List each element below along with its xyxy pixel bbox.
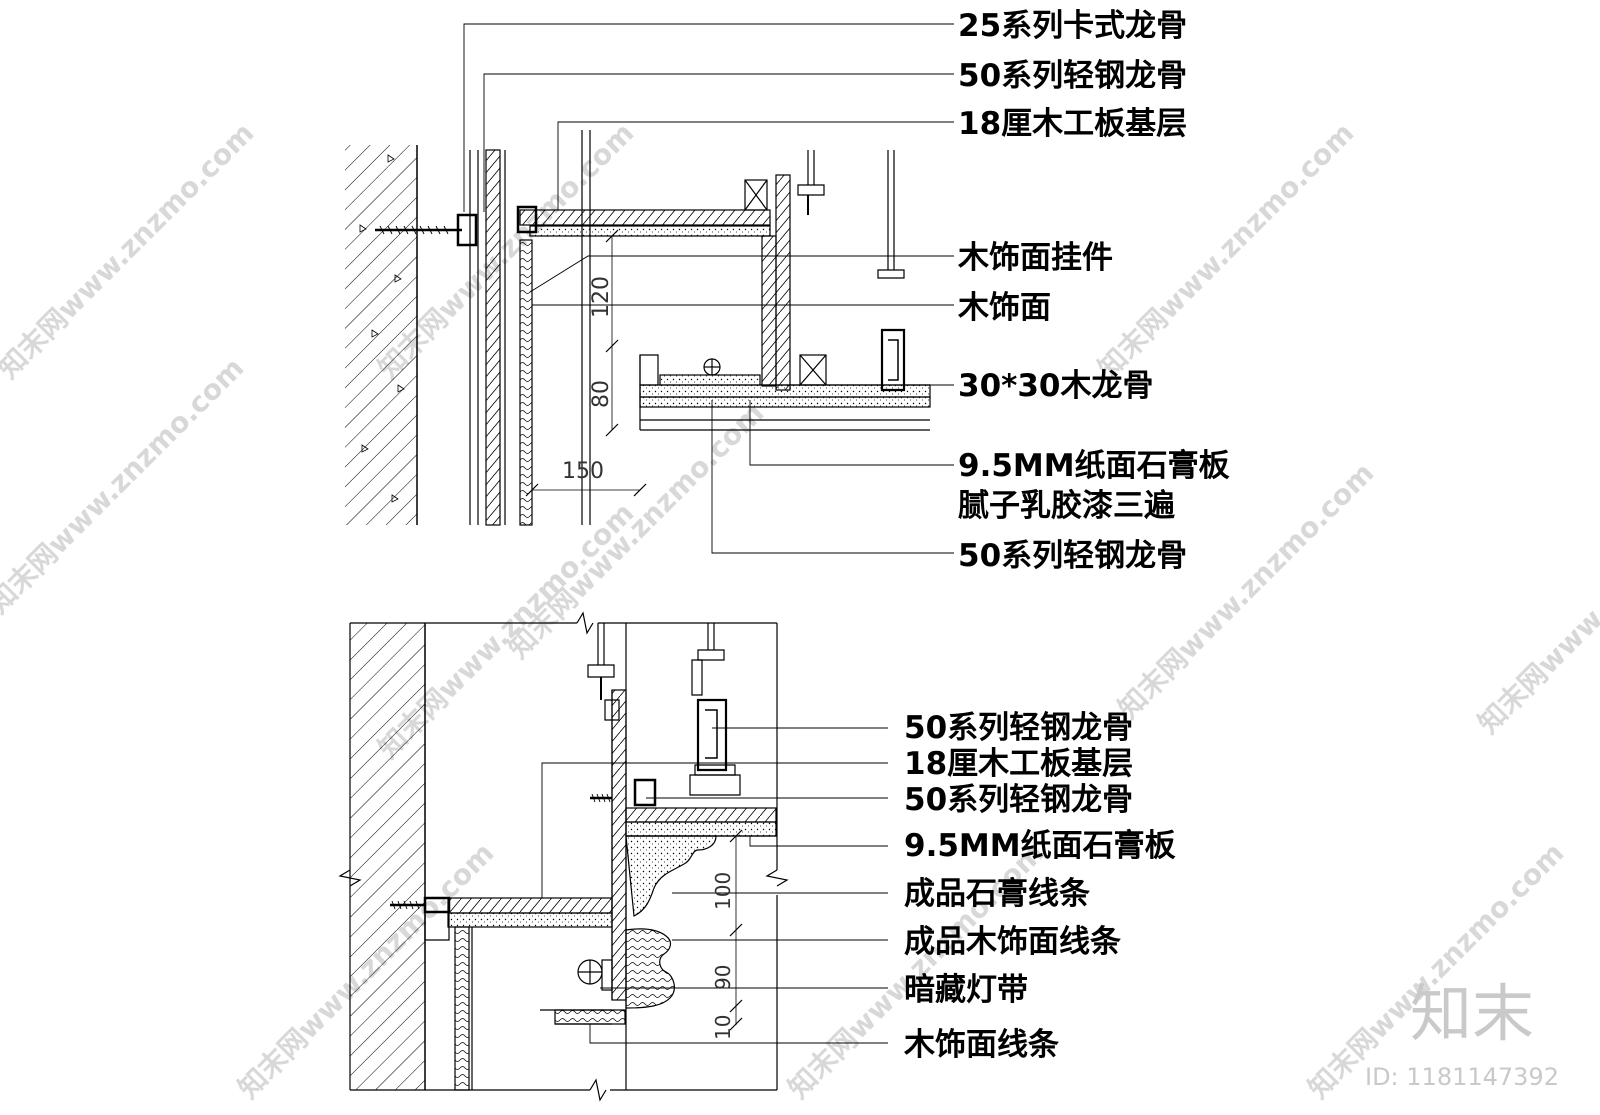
light-steel-keel-channel [880, 328, 906, 392]
label-plywood-base-18: 18厘木工板基层 [958, 106, 1187, 142]
watermark-layer: 知末网www.znzmo.com 知末网www.znzmo.com 知末网www… [0, 116, 1600, 1105]
wood-keel-block [744, 179, 768, 211]
card-keel-clip [456, 213, 478, 247]
label-light-steel-keel-50-b1: 50系列轻钢龙骨 [904, 710, 1133, 746]
left-plywood-shelf [447, 897, 613, 914]
plywood-top-board [519, 209, 771, 226]
watermark-text: 知末网www.znzmo.com [1092, 116, 1361, 385]
keel-zigzag-column [485, 149, 501, 526]
dimension-80: 80 [589, 380, 614, 408]
label-gypsum-molding: 成品石膏线条 [904, 876, 1090, 912]
brand-logo-text: 知末 [1410, 977, 1534, 1050]
watermark-text: 知末网www.znzmo.com [1472, 471, 1600, 740]
label-putty-latex-paint: 腻子乳胶漆三遍 [958, 488, 1175, 524]
bottom-callouts: 50系列轻钢龙骨 18厘木工板基层 50系列轻钢龙骨 9.5MM纸面石膏板 成品… [903, 710, 1176, 1063]
label-gypsum-board-9-5-b: 9.5MM纸面石膏板 [904, 828, 1176, 864]
label-hidden-light-strip: 暗藏灯带 [904, 972, 1028, 1008]
vertical-plywood-column [611, 689, 627, 1001]
wood-molding [625, 928, 675, 1009]
top-section-detail [345, 23, 954, 554]
gypsum-cornice [625, 835, 717, 917]
vertical-veneer-left [454, 926, 470, 1091]
label-plywood-base-18-b: 18厘木工板基层 [904, 746, 1133, 782]
dimension-120: 120 [589, 276, 614, 318]
label-light-steel-keel-50: 50系列轻钢龙骨 [958, 58, 1187, 94]
label-gypsum-board-9-5: 9.5MM纸面石膏板 [958, 448, 1230, 484]
watermark-text: 知末网www.znzmo.com [0, 116, 260, 385]
top-callouts: 25系列卡式龙骨 50系列轻钢龙骨 18厘木工板基层 木饰面挂件 木饰面 30*… [957, 8, 1230, 574]
dropped-ceiling-board [639, 384, 931, 398]
dimension-10: 10 [711, 1015, 735, 1040]
watermark-text: 知末网www.znzmo.com [502, 396, 771, 665]
image-id-text: ID: 1181147392 [1365, 1063, 1559, 1091]
label-wood-veneer: 木饰面 [957, 290, 1051, 326]
concrete-wall [345, 145, 417, 525]
concrete-wall-lower [350, 623, 425, 1090]
watermark-text: 知末网www.znzmo.com [0, 351, 250, 620]
label-card-keel-25: 25系列卡式龙骨 [958, 8, 1187, 44]
dimension-150: 150 [562, 459, 604, 484]
label-wood-keel-30: 30*30木龙骨 [958, 368, 1154, 404]
label-light-steel-keel-50-b2: 50系列轻钢龙骨 [904, 782, 1133, 818]
plywood-horizontal [625, 807, 777, 823]
wood-veneer-panel [519, 239, 533, 526]
dimension-100: 100 [711, 872, 735, 910]
label-light-steel-keel-50-lower: 50系列轻钢龙骨 [958, 538, 1187, 574]
gypsum-board-top [529, 225, 771, 237]
label-wood-veneer-line: 木饰面线条 [903, 1027, 1059, 1063]
label-wood-veneer-molding: 成品木饰面线条 [904, 924, 1121, 960]
steel-keel-upper [696, 698, 728, 772]
label-veneer-hanger: 木饰面挂件 [957, 240, 1113, 276]
gypsum-board-lower [625, 821, 777, 837]
dimension-90: 90 [711, 965, 735, 990]
bottom-section-detail [338, 611, 888, 1102]
aggregate-marks [359, 154, 405, 503]
box-side-board [761, 235, 777, 387]
